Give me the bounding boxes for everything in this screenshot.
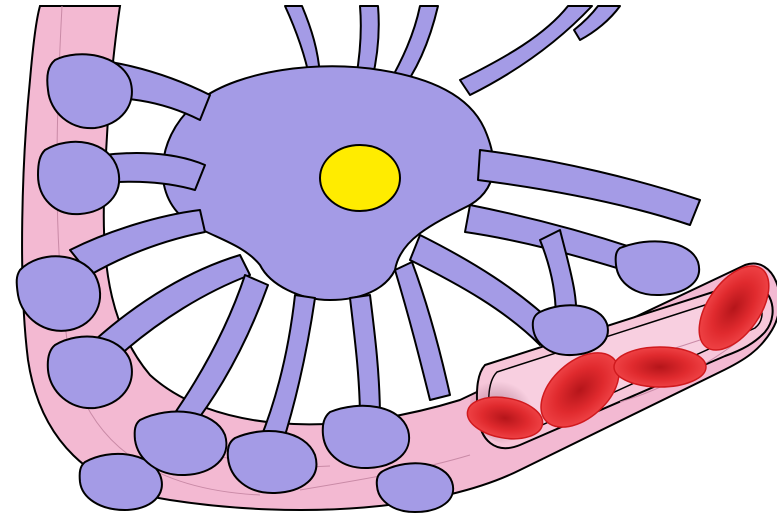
astrocyte-process [350,295,380,420]
astrocyte-endfoot [533,305,608,355]
astrocyte-endfoot [228,431,317,493]
astrocyte-endfoot [323,406,409,468]
astrocyte-process [460,6,592,95]
astrocyte-endfoot [377,463,453,512]
astrocyte-process [395,262,450,400]
nucleus [320,145,400,211]
astrocyte-process [260,295,315,445]
astrocyte-endfoot [38,142,119,214]
astrocyte-endfoot [616,241,699,295]
red-blood-cell [614,347,706,387]
